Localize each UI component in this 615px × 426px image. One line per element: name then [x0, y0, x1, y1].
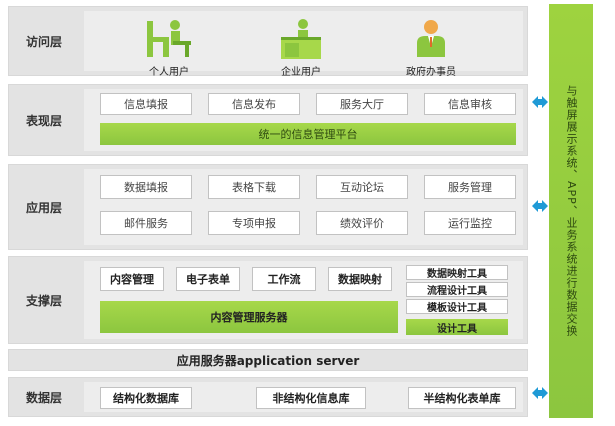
box-content-manage: 内容管理 [100, 267, 164, 291]
box-service-hall: 服务大厅 [316, 93, 408, 115]
support-layer: 支撑层 内容管理 电子表单 工作流 数据映射 内容管理服务器 数据映射工具 流程… [8, 256, 528, 344]
box-monitoring: 运行监控 [424, 211, 516, 235]
box-data-submit: 数据填报 [100, 175, 192, 199]
box-mail-service: 邮件服务 [100, 211, 192, 235]
box-workflow: 工作流 [252, 267, 316, 291]
tool-data-mapping: 数据映射工具 [406, 265, 508, 280]
user-government: 政府办事员 [386, 11, 476, 79]
application-layer: 应用层 数据填报 表格下载 互动论坛 服务管理 邮件服务 专项申报 绩效评价 运… [8, 164, 528, 250]
box-info-publish: 信息发布 [208, 93, 300, 115]
data-layer-content: 结构化数据库 非结构化信息库 半结构化表单库 [84, 382, 523, 412]
access-layer-label: 访问层 [25, 34, 62, 49]
user-personal: 个人用户 [124, 11, 214, 79]
data-layer: 数据层 结构化数据库 非结构化信息库 半结构化表单库 [8, 377, 528, 417]
box-data-mapping: 数据映射 [328, 267, 392, 291]
box-service-manage: 服务管理 [424, 175, 516, 199]
support-layer-content: 内容管理 电子表单 工作流 数据映射 内容管理服务器 数据映射工具 流程设计工具… [84, 261, 523, 339]
box-special-apply: 专项申报 [208, 211, 300, 235]
person-at-desk-icon [147, 20, 191, 57]
exchange-arrow-data-icon [532, 387, 548, 399]
user-government-label: 政府办事员 [406, 67, 456, 78]
access-layer-content: 个人用户 企业用户 政府办事员 [84, 11, 523, 78]
tool-template-design: 模板设计工具 [406, 299, 508, 314]
box-info-submit: 信息填报 [100, 93, 192, 115]
application-server-bar: 应用服务器application server [8, 349, 528, 371]
box-performance: 绩效评价 [316, 211, 408, 235]
box-info-audit: 信息审核 [424, 93, 516, 115]
application-layer-label: 应用层 [25, 200, 62, 215]
db-structured: 结构化数据库 [100, 387, 192, 409]
tool-flow-design: 流程设计工具 [406, 282, 508, 297]
data-exchange-text: 与触屏展示系统、APP、业务系统进行数据交换 [565, 85, 578, 337]
unified-platform-bar: 统一的信息管理平台 [100, 123, 516, 145]
data-layer-label: 数据层 [25, 390, 62, 405]
tool-design: 设计工具 [406, 319, 508, 335]
box-forum: 互动论坛 [316, 175, 408, 199]
user-enterprise: 企业用户 [256, 11, 346, 79]
businessman-at-desk-icon [281, 19, 321, 59]
application-layer-content: 数据填报 表格下载 互动论坛 服务管理 邮件服务 专项申报 绩效评价 运行监控 [84, 169, 523, 245]
presentation-layer: 表现层 信息填报 信息发布 服务大厅 信息审核 统一的信息管理平台 [8, 84, 528, 156]
government-clerk-icon [417, 20, 445, 57]
db-semistructured: 半结构化表单库 [408, 387, 516, 409]
box-e-form: 电子表单 [176, 267, 240, 291]
support-layer-label: 支撑层 [25, 293, 62, 308]
presentation-layer-label: 表现层 [25, 113, 62, 128]
user-personal-label: 个人用户 [149, 67, 189, 78]
data-exchange-panel: 与触屏展示系统、APP、业务系统进行数据交换 [549, 4, 593, 418]
content-server-bar: 内容管理服务器 [100, 301, 398, 333]
exchange-arrow-application-icon [532, 200, 548, 212]
user-enterprise-label: 企业用户 [281, 67, 321, 78]
presentation-layer-content: 信息填报 信息发布 服务大厅 信息审核 统一的信息管理平台 [84, 89, 523, 151]
exchange-arrow-presentation-icon [532, 96, 548, 108]
db-unstructured: 非结构化信息库 [256, 387, 366, 409]
box-form-download: 表格下载 [208, 175, 300, 199]
access-layer: 访问层 个人用户 企业用户 [8, 6, 528, 78]
